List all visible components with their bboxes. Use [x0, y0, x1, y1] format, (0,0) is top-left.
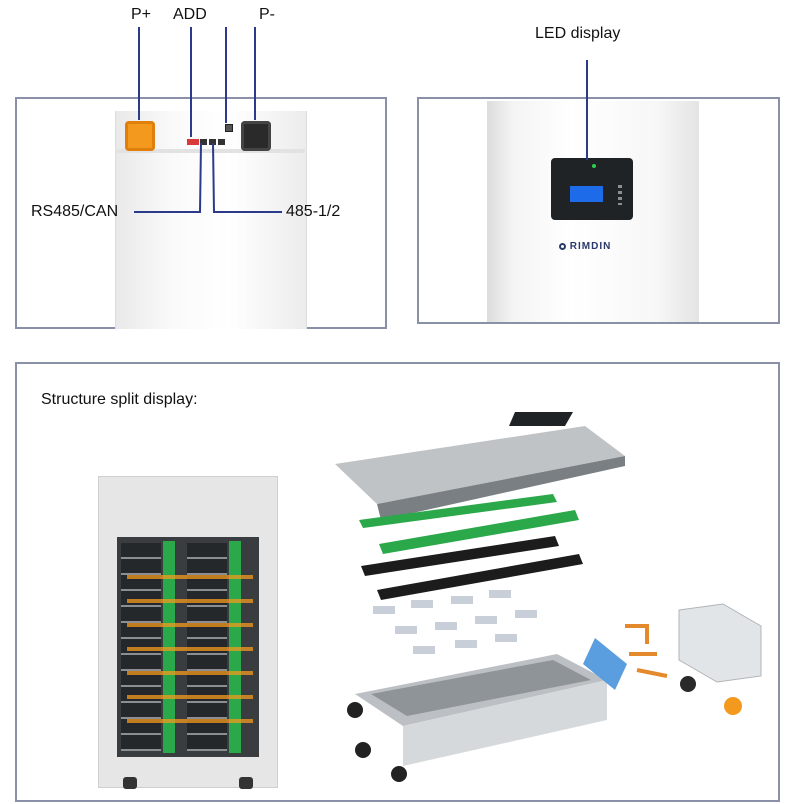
brand-name: RIMDIN	[569, 241, 612, 252]
caster-wheel-1	[347, 702, 363, 718]
pcb-strip-1	[359, 494, 557, 528]
panel-buttons	[618, 185, 622, 205]
bracket-1	[361, 536, 559, 576]
led-display-label: LED display	[535, 25, 621, 42]
caster-wheel-3	[355, 742, 371, 758]
copper-busbars	[625, 624, 668, 678]
structure-title: Structure split display:	[41, 391, 198, 408]
brand-logo: RIMDIN	[559, 241, 611, 252]
battery-cabinet-open	[98, 476, 278, 789]
p-plus-label: P+	[131, 6, 152, 23]
add-label: ADD	[173, 6, 207, 23]
rs485-can-label: RS485/CAN	[31, 203, 119, 220]
bms-blue-board	[583, 638, 627, 690]
rs485-12-port-a	[209, 139, 216, 145]
cabinet-foot-left	[123, 777, 137, 789]
housing-top-strip	[115, 149, 305, 153]
base-tray-front	[403, 680, 607, 766]
end-bracket	[678, 603, 762, 683]
rs485-12-port-b	[218, 139, 225, 145]
caster-wheel-2	[391, 766, 407, 782]
structure-frame	[15, 362, 780, 802]
brand-logo-icon	[559, 243, 566, 250]
spacer-pads	[373, 590, 537, 654]
lid-led-module	[509, 412, 573, 426]
terminal-panel-frame	[15, 97, 387, 329]
power-switch	[225, 124, 233, 132]
add-dip-switch	[187, 139, 199, 145]
exploded-parts-svg	[335, 412, 762, 782]
terminal-knob-orange	[724, 697, 742, 715]
rs485-can-port	[200, 139, 207, 145]
top-lid	[335, 426, 625, 504]
terminal-knob-black	[680, 676, 696, 692]
busbars	[127, 555, 253, 741]
rs485-can-callout	[134, 142, 202, 213]
rs485-12-label: 485-1/2	[286, 203, 341, 220]
status-led-icon	[592, 164, 596, 168]
pcb-strip-2	[379, 510, 579, 554]
p-plus-terminal	[125, 121, 155, 151]
led-display-frame: RIMDIN	[417, 97, 780, 324]
bracket-2	[377, 554, 583, 600]
rs485-12-callout	[212, 142, 282, 213]
cabinet-foot-right	[239, 777, 253, 789]
top-lid-edge	[377, 456, 625, 520]
base-tray-inner	[371, 660, 591, 716]
led-display-panel	[551, 158, 633, 220]
p-minus-terminal	[241, 121, 271, 151]
p-minus-label: P-	[259, 6, 275, 23]
lcd-screen	[570, 186, 603, 202]
